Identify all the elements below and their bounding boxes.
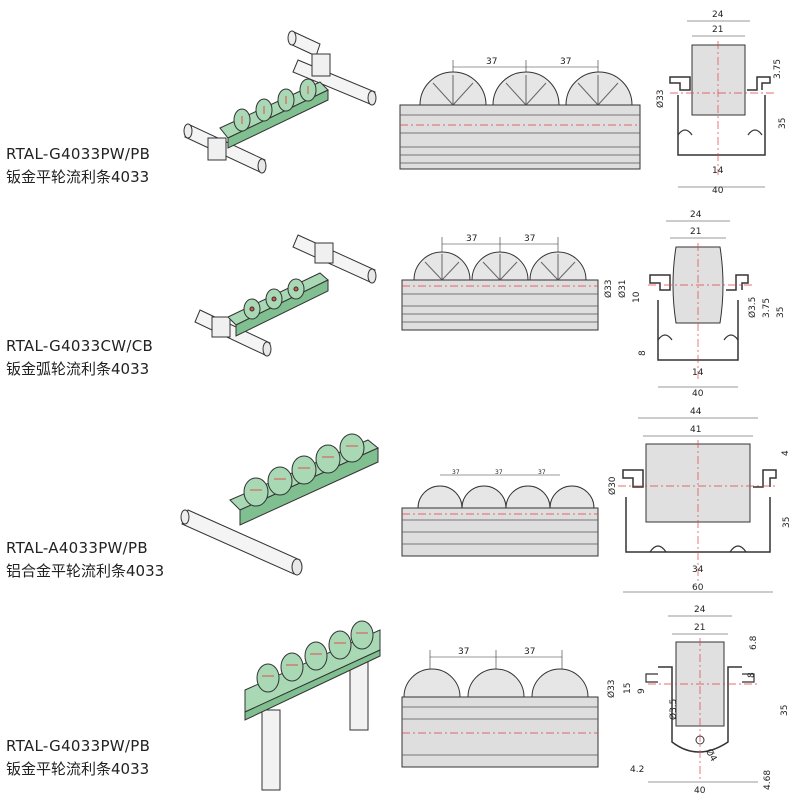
product-code: RTAL-G4033CW/CB <box>6 337 154 355</box>
side-view-drawing-icon: 37 37 <box>401 234 599 331</box>
section-dim: Ø4 <box>703 747 719 764</box>
support-tube <box>183 123 267 174</box>
section-dim: 3.75 <box>762 298 772 318</box>
product-row-3: RTAL-A4033PW/PB 铝合金平轮流利条4033 37 37 37 <box>0 400 800 600</box>
section-dim: 40 <box>694 786 706 796</box>
section-dim: 34 <box>692 565 704 575</box>
side-view-drawing-icon: 37 37 37 <box>401 469 599 557</box>
product-name: 钣金平轮流利条4033 <box>6 168 150 186</box>
section-dim: 4.68 <box>763 770 773 790</box>
section-dim: 35 <box>776 307 786 318</box>
side-dim: 37 <box>452 469 460 476</box>
roller-track-3d-icon <box>183 30 377 174</box>
product-label: RTAL-G4033PW/PB 钣金平轮流利条4033 <box>6 143 150 189</box>
cross-section-drawing-icon: 44 41 Ø30 4 35 34 60 <box>607 407 792 593</box>
section-dim: 8 <box>638 350 648 356</box>
product-name: 铝合金平轮流利条4033 <box>6 562 165 580</box>
section-dim: 3.75 <box>773 59 783 79</box>
section-dim: Ø3.5 <box>747 297 758 318</box>
side-dim: 37 <box>538 469 546 476</box>
section-dim: 21 <box>690 227 701 237</box>
product-code: RTAL-A4033PW/PB <box>6 539 148 557</box>
section-dim: 35 <box>782 517 792 528</box>
product-row-1: RTAL-G4033PW/PB 钣金平轮流利条4033 <box>0 0 800 200</box>
product-row-4: RTAL-G4033PW/PB 钣金平轮流利条4033 37 37 <box>0 600 800 800</box>
product-label: RTAL-A4033PW/PB 铝合金平轮流利条4033 <box>6 537 164 583</box>
roller-track-3d-icon <box>180 433 379 576</box>
cross-section-drawing-icon: 24 21 6.8 8 Ø33 15 9 Ø3.5 Ø4 35 4.2 40 4… <box>606 605 790 796</box>
section-dim: 35 <box>778 118 788 129</box>
side-dim: 37 <box>560 57 571 67</box>
section-dim: 24 <box>712 10 724 20</box>
section-dim: Ø30 <box>607 476 618 495</box>
section-dim: 8 <box>747 672 757 678</box>
section-dim: Ø33 <box>655 89 666 108</box>
side-view-drawing-icon: 37 37 <box>399 57 641 170</box>
section-dim: 4.2 <box>630 765 644 775</box>
product-label: RTAL-G4033PW/PB 钣金平轮流利条4033 <box>6 735 150 781</box>
product-name: 钣金平轮流利条4033 <box>6 760 150 778</box>
side-dim: 37 <box>524 647 535 657</box>
side-dim: 37 <box>495 469 503 476</box>
cross-section-drawing-icon: 24 21 Ø33 Ø31 10 Ø3.5 3.75 35 8 14 40 <box>603 210 786 399</box>
section-dim: Ø33 <box>603 279 614 298</box>
support-tube <box>292 234 377 284</box>
side-view-drawing-icon: 37 37 <box>401 647 599 768</box>
section-dim: 40 <box>692 389 704 399</box>
cross-section-drawing-icon: 24 21 Ø33 3.75 35 14 40 <box>655 10 788 196</box>
section-dim: 9 <box>637 688 647 694</box>
section-dim: 24 <box>690 210 702 220</box>
section-dim: Ø31 <box>617 279 628 298</box>
side-dim: 37 <box>466 234 477 244</box>
roller-track-3d-icon <box>194 234 377 357</box>
section-dim: 6.8 <box>749 635 759 650</box>
product-name: 钣金弧轮流利条4033 <box>6 360 150 378</box>
section-dim: 41 <box>690 425 701 435</box>
section-dim: 21 <box>712 25 723 35</box>
support-tube <box>180 509 303 576</box>
section-dim: 10 <box>632 291 642 303</box>
section-dim: 14 <box>692 368 704 378</box>
side-dim: 37 <box>524 234 535 244</box>
product-row-2: RTAL-G4033CW/CB 钣金弧轮流利条4033 37 37 <box>0 200 800 400</box>
product-label: RTAL-G4033CW/CB 钣金弧轮流利条4033 <box>6 335 153 381</box>
section-dim: 21 <box>694 623 705 633</box>
section-dim: 4 <box>781 450 791 456</box>
roller-track-3d-icon <box>244 620 381 791</box>
product-code: RTAL-G4033PW/PB <box>6 737 151 755</box>
section-dim: Ø33 <box>606 679 617 698</box>
section-dim: 40 <box>712 186 724 196</box>
support-leg <box>261 654 369 791</box>
section-dim: 14 <box>712 166 724 176</box>
support-tube <box>194 309 272 357</box>
support-tube <box>287 30 377 106</box>
side-dim: 37 <box>458 647 469 657</box>
section-dim: Ø3.5 <box>668 699 679 720</box>
product-code: RTAL-G4033PW/PB <box>6 145 151 163</box>
section-dim: 44 <box>690 407 702 417</box>
section-dim: 35 <box>780 705 790 716</box>
section-dim: 15 <box>623 683 633 694</box>
section-dim: 60 <box>692 583 704 593</box>
side-dim: 37 <box>486 57 497 67</box>
section-dim: 24 <box>694 605 706 615</box>
